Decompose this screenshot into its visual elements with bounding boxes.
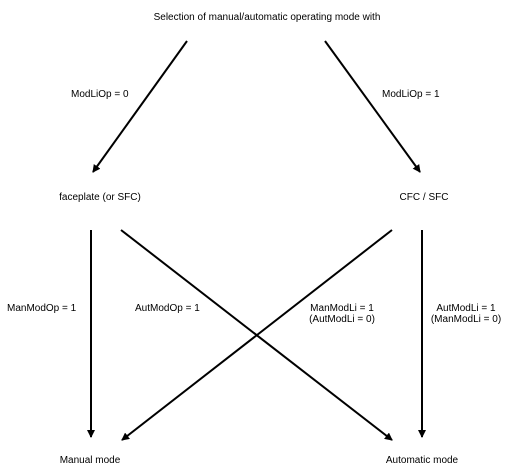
label-manmodop: ManModOp = 1 [7,303,77,314]
arrow-cfc-to-manual [121,229,393,441]
label-autmodli-line1: AutModLi = 1 [436,303,496,314]
node-faceplate: faceplate (or SFC) [59,192,141,203]
label-autmodli: AutModLi = 1 (ManModLi = 0) [428,303,504,325]
label-autmodop: AutModOp = 1 [135,303,200,314]
node-cfc-sfc: CFC / SFC [399,192,449,203]
arrow-title-to-cfc-sfc [324,40,421,173]
label-manmodli-line1: ManModLi = 1 [310,303,374,314]
label-modliop-0: ModLiOp = 0 [71,89,129,100]
node-manual-mode: Manual mode [59,455,121,466]
diagram-title: Selection of manual/automatic operating … [153,12,381,23]
label-manmodli: ManModLi = 1 (AutModLi = 0) [305,303,379,325]
node-automatic-mode: Automatic mode [385,455,459,466]
arrow-title-to-faceplate [92,40,188,173]
label-manmodli-line2: (AutModLi = 0) [309,314,375,325]
label-modliop-1: ModLiOp = 1 [382,89,440,100]
label-autmodli-line2: (ManModLi = 0) [430,314,502,325]
